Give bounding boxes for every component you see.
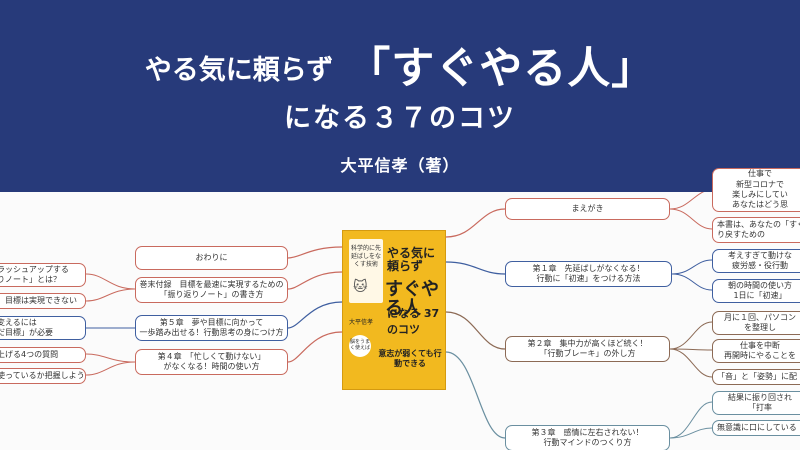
- node-right-sub-5[interactable]: 月に１回、パソコン を整理し: [712, 311, 800, 335]
- edge-ch3: [445, 351, 506, 439]
- node-ch4[interactable]: 第４章 「忙しくて動けない」 がなくなる！時間の使い方: [135, 349, 288, 375]
- edge-appendix: [287, 271, 343, 290]
- node-left-sub-4[interactable]: 上げる4つの質問: [0, 347, 86, 363]
- book-title-line3: になる 37 のコツ: [387, 307, 440, 336]
- connector-lines: [85, 192, 713, 439]
- node-appendix[interactable]: 巻末付録 目標を最速に実現するための 「振り返りノート」の書き方: [135, 277, 288, 303]
- node-left-sub-1[interactable]: ラッシュアップする りノート」とは？: [0, 263, 86, 287]
- node-right-sub-3[interactable]: 考えすぎて動けな 疲労感・役行動: [712, 249, 800, 273]
- node-ch2[interactable]: 第２章 集中力が高くほど続く！ 「行動ブレーキ」の外し方: [505, 336, 670, 362]
- node-left-sub-5[interactable]: 使っているか把握しよう: [0, 368, 86, 384]
- node-right-sub-6[interactable]: 仕事を中断 再開時にやることを: [712, 339, 800, 363]
- edge-ch2: [445, 311, 506, 350]
- cat-illustration-icon: 🐱: [353, 279, 368, 295]
- node-ch1[interactable]: 第１章 先延ばしがなくなる！ 行動に「初速」をつける方法: [505, 261, 672, 287]
- node-right-sub-9[interactable]: 無意識に口にしている: [712, 420, 800, 436]
- title-small: やる気に頼らず: [144, 55, 334, 86]
- node-maegaki[interactable]: まえがき: [505, 198, 670, 220]
- edge-maegaki: [445, 208, 506, 238]
- edge-ch1: [445, 261, 506, 275]
- edge-ch5: [287, 301, 343, 329]
- book-bubble: 脳をうまく使えば: [349, 335, 371, 357]
- book-bottom-text: 意志が弱くても行動できる: [378, 349, 442, 369]
- title-big: 「すぐやる人」: [347, 44, 656, 94]
- edge-ch4: [287, 331, 343, 363]
- node-left-sub-2[interactable]: 、目標は実現できない: [0, 293, 86, 309]
- node-right-sub-7[interactable]: 「音」と「姿勢」に配: [712, 369, 800, 385]
- book-badge-panel: 科学的に先延ばしをなくす技術: [349, 239, 383, 303]
- node-right-sub-4[interactable]: 朝の時間の使い方 1日に「初速」: [712, 279, 800, 303]
- node-ch3[interactable]: 第３章 感情に左右されない！ 行動マインドのつくり方: [505, 425, 670, 450]
- book-title-line1: やる気に頼らず: [387, 246, 436, 273]
- header-banner: やる気に頼らず「すぐやる人」 になる３７のコツ 大平信孝（著）: [0, 0, 800, 192]
- node-left-sub-3[interactable]: 変えるには だ目標」が必要: [0, 316, 86, 340]
- book-badge-text: 科学的に先延ばしをなくす技術: [350, 245, 381, 268]
- node-ch5[interactable]: 第５章 夢や目標に向かって 一歩踏み出せる！行動思考の身につけ方: [135, 315, 288, 341]
- book-author: 大平信孝: [349, 319, 374, 326]
- book-cover[interactable]: 科学的に先延ばしをなくす技術 🐱 やる気に頼らず すぐやる人 になる 37 のコ…: [342, 230, 446, 390]
- node-right-sub-1[interactable]: 仕事で 新型コロナで 楽しみにしてい あなたはどう思: [712, 168, 800, 212]
- node-right-sub-8[interactable]: 結果に振り回され 「打率: [712, 391, 800, 415]
- author-line: 大平信孝（著）: [340, 156, 460, 175]
- node-right-sub-2[interactable]: 本書は、あなたの「すぐ り戻すための: [712, 217, 800, 243]
- title-line-1: やる気に頼らず「すぐやる人」: [0, 34, 800, 96]
- edge-owarini: [287, 246, 343, 259]
- book-title-line2: すぐやる人: [385, 279, 439, 319]
- title-line-2: になる３７のコツ: [284, 103, 516, 134]
- node-owarini[interactable]: おわりに: [135, 246, 288, 270]
